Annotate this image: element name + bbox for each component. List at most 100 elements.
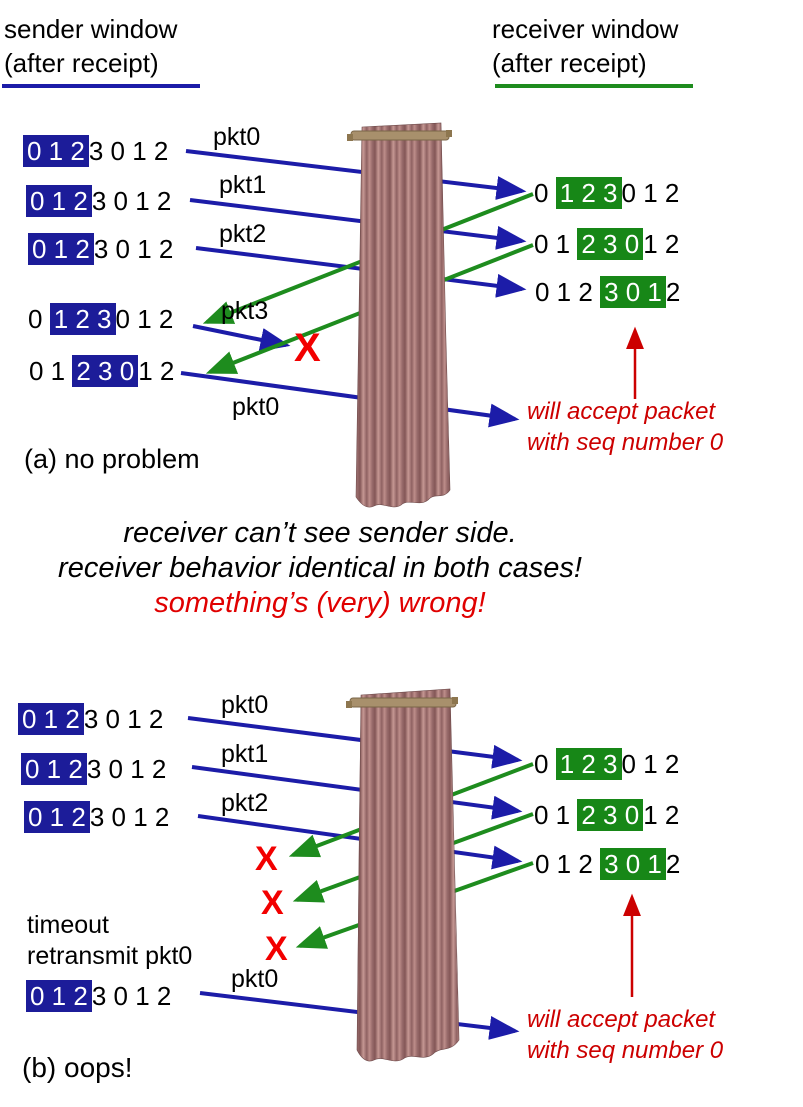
outside-window-digits: 3 0 1 2 [93, 234, 174, 264]
window-highlight: 0 1 2 [18, 703, 84, 735]
outside-window-digits: 3 0 1 2 [91, 186, 172, 216]
outside-window-digits: 0 1 [534, 229, 578, 259]
sender-title-underline [2, 84, 200, 88]
packet-label-pkt1-6: pkt1 [221, 740, 269, 768]
caption-a: (a) no problem [24, 444, 200, 474]
window-highlight: 0 1 2 [24, 801, 90, 833]
outside-window-digits: 0 [534, 749, 556, 779]
packet-label-pkt2-7: pkt2 [221, 789, 269, 817]
window-highlight: 3 0 1 [600, 848, 666, 880]
loss-x-mark-2: X [261, 884, 284, 922]
pkt0-arrow-a [185, 149, 527, 200]
outside-window-digits: 0 1 2 [621, 749, 680, 779]
outside-window-digits: 3 0 1 2 [83, 704, 164, 734]
part-a-packet-arrows [180, 149, 527, 428]
will-accept-note-a: will accept packet with seq number 0 [527, 396, 723, 458]
window-highlight: 1 2 3 [555, 748, 622, 780]
middle-commentary-line2: receiver behavior identical in both case… [58, 552, 582, 584]
packet-label-pkt0-0: pkt0 [213, 123, 261, 151]
outside-window-digits: 0 1 2 [621, 178, 680, 208]
loss-x-mark-0: X [294, 326, 321, 370]
middle-commentary-line3: something’s (very) wrong! [154, 587, 486, 619]
outside-window-digits: 1 2 [643, 800, 680, 830]
pkt0-arrow-b [187, 716, 523, 769]
receiver-window-title: receiver window (after receipt) [492, 12, 678, 80]
packet-label-pkt3-3: pkt3 [221, 297, 269, 325]
outside-window-digits: 1 2 [138, 356, 175, 386]
will-accept-note-a-line1: will accept packet [527, 398, 716, 425]
receiver-window-title-line2: (after receipt) [492, 48, 647, 78]
pkt1-arrow-b [191, 765, 523, 820]
window-highlight: 1 2 3 [49, 303, 116, 335]
loss-x-mark-1: X [255, 840, 278, 878]
outside-window-digits: 0 1 2 [115, 304, 174, 334]
channel-curtain-b [346, 688, 460, 1062]
middle-commentary-line1: receiver can’t see sender side. [123, 517, 517, 549]
timeout-note-line1: timeout [27, 911, 109, 939]
outside-window-digits: 0 1 2 [535, 849, 601, 879]
outside-window-digits: 0 [534, 178, 556, 208]
outside-window-digits: 0 1 [534, 800, 578, 830]
pkt1-arrow-a [189, 198, 527, 250]
will-accept-note-b: will accept packet with seq number 0 [527, 1004, 723, 1066]
window-highlight: 3 0 1 [600, 276, 666, 308]
timeout-note-line2: retransmit pkt0 [27, 942, 193, 970]
receiver-window-title-line1: receiver window [492, 14, 679, 44]
outside-window-digits: 0 [28, 304, 50, 334]
receiver-title-underline [495, 84, 693, 88]
packet-label-pkt1-1: pkt1 [219, 171, 267, 199]
middle-commentary: receiver can’t see sender side. receiver… [30, 516, 610, 621]
outside-window-digits: 2 [665, 277, 681, 307]
packet-label-pkt0-8: pkt0 [231, 965, 279, 993]
window-highlight: 1 2 3 [555, 177, 622, 209]
window-highlight: 0 1 2 [26, 185, 92, 217]
packet-label-pkt0-5: pkt0 [221, 691, 269, 719]
curtain-rod-a [350, 130, 450, 141]
channel-curtain-a [347, 122, 452, 508]
window-highlight: 0 1 2 [23, 135, 89, 167]
pkt3-arrow-lost-a [192, 324, 291, 352]
pkt0-retransmit-arrow-a [180, 371, 520, 428]
will-accept-note-b-line2: with seq number 0 [527, 1037, 724, 1064]
window-highlight: 0 1 2 [21, 753, 87, 785]
window-highlight: 2 3 0 [72, 355, 139, 387]
sender-window-title-line2: (after receipt) [4, 48, 159, 78]
outside-window-digits: 0 1 [29, 356, 73, 386]
outside-window-digits: 3 0 1 2 [89, 802, 170, 832]
will-accept-note-b-line1: will accept packet [527, 1006, 716, 1033]
packet-label-pkt0-4: pkt0 [232, 393, 280, 421]
timeout-note: timeout retransmit pkt0 [27, 910, 192, 972]
outside-window-digits: 2 [665, 849, 681, 879]
caption-b: (b) oops! [22, 1052, 133, 1083]
pkt2-arrow-a [195, 246, 527, 298]
pkt2-arrow-b [197, 814, 523, 870]
window-highlight: 0 1 2 [26, 980, 92, 1012]
outside-window-digits: 3 0 1 2 [88, 136, 169, 166]
sender-window-title: sender window (after receipt) [4, 12, 177, 80]
red-pointer-arrows [623, 326, 644, 997]
window-highlight: 2 3 0 [577, 228, 644, 260]
curtain-rod-b [349, 697, 457, 708]
sender-window-title-line1: sender window [4, 14, 178, 44]
outside-window-digits: 3 0 1 2 [86, 754, 167, 784]
will-accept-note-a-line2: with seq number 0 [527, 429, 724, 456]
window-highlight: 2 3 0 [577, 799, 644, 831]
loss-x-mark-3: X [265, 930, 288, 968]
